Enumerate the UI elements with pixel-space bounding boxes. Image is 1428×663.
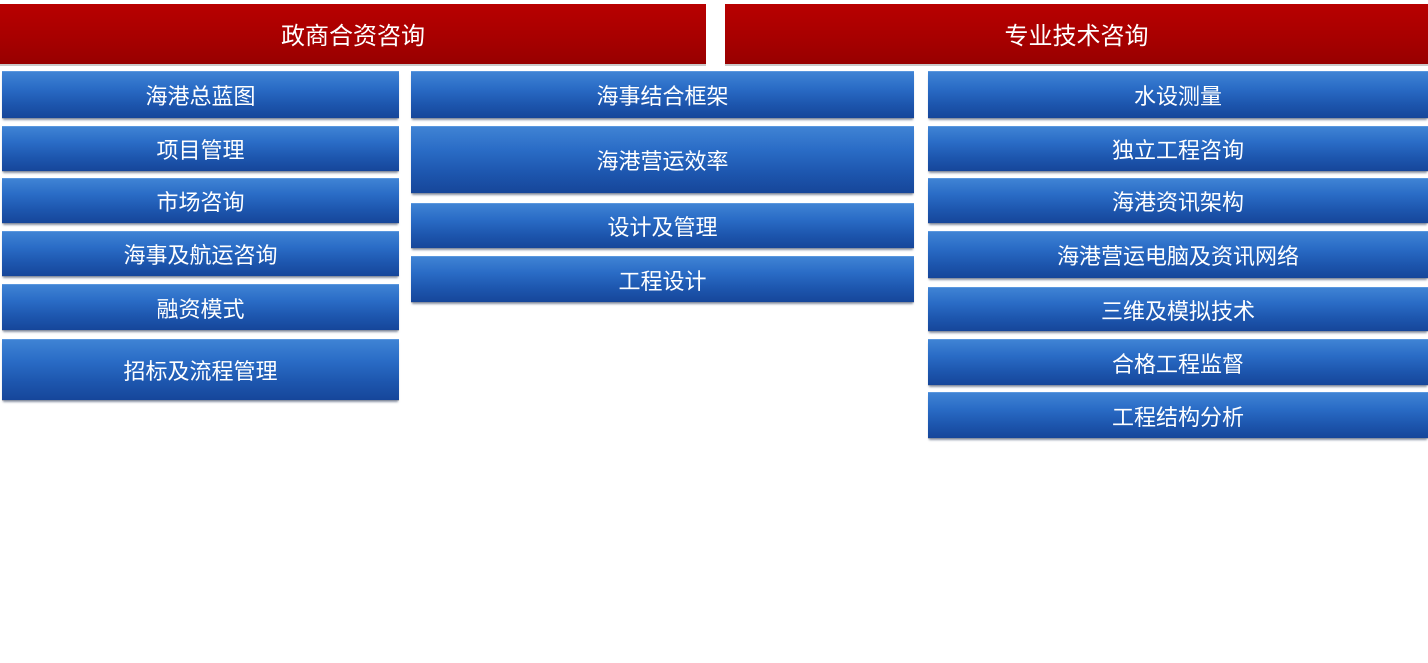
item-design-and-management[interactable]: 设计及管理 [411,203,914,248]
item-port-master-plan[interactable]: 海港总蓝图 [2,71,399,118]
item-qualified-engineering-supervision[interactable]: 合格工程监督 [928,339,1428,385]
item-engineering-structural-analysis[interactable]: 工程结构分析 [928,392,1428,438]
item-port-information-architecture[interactable]: 海港资讯架构 [928,178,1428,223]
header-professional-technical-consulting[interactable]: 专业技术咨询 [725,4,1428,66]
item-port-operation-efficiency[interactable]: 海港营运效率 [411,126,914,193]
item-hydrographic-survey[interactable]: 水设测量 [928,71,1428,118]
item-maritime-shipping-consulting[interactable]: 海事及航运咨询 [2,231,399,276]
item-project-management[interactable]: 项目管理 [2,126,399,171]
item-tender-process-management[interactable]: 招标及流程管理 [2,339,399,400]
item-financing-model[interactable]: 融资模式 [2,284,399,330]
item-market-consulting[interactable]: 市场咨询 [2,178,399,223]
item-port-operation-computer-network[interactable]: 海港营运电脑及资讯网络 [928,231,1428,278]
header-government-business-consulting[interactable]: 政商合资咨询 [0,4,706,66]
item-independent-engineering-consulting[interactable]: 独立工程咨询 [928,126,1428,171]
item-3d-simulation-technology[interactable]: 三维及模拟技术 [928,287,1428,331]
item-maritime-integration-framework[interactable]: 海事结合框架 [411,71,914,118]
item-engineering-design[interactable]: 工程设计 [411,256,914,302]
